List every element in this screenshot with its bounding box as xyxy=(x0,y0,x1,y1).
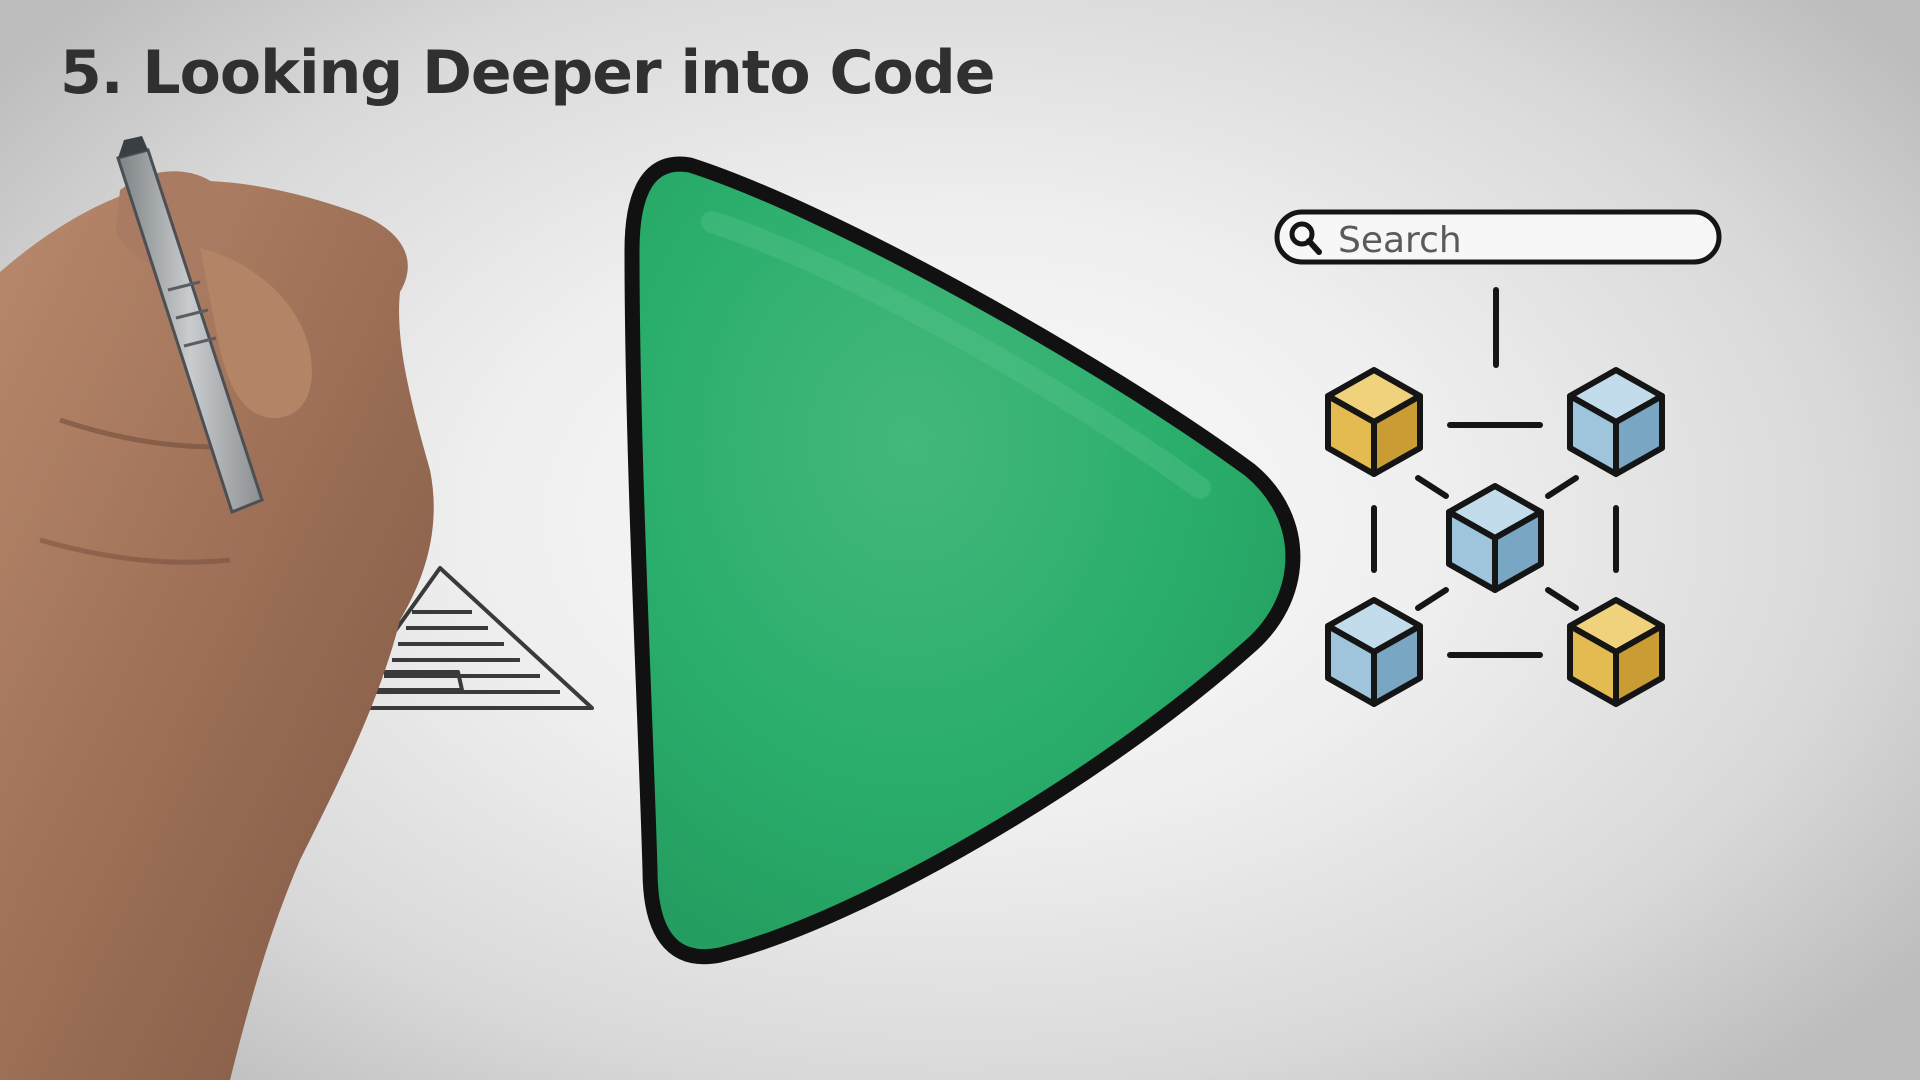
magnifier-icon xyxy=(1289,221,1322,255)
cube-icon-top-left xyxy=(1325,367,1423,477)
cube-network-icon xyxy=(1325,287,1665,707)
play-triangle-icon[interactable] xyxy=(624,156,1301,965)
cube-icon-center xyxy=(1446,483,1544,593)
slide-title: 5. Looking Deeper into Code xyxy=(60,38,995,108)
search-placeholder: Search xyxy=(1338,220,1462,261)
cube-icon-bottom-right xyxy=(1567,597,1665,707)
search-bar[interactable]: Search xyxy=(1274,209,1722,265)
network-connectors xyxy=(1371,287,1619,658)
cube-icon-bottom-left xyxy=(1325,597,1423,707)
hand-with-marker-icon xyxy=(0,136,434,1080)
cube-icon-top-right xyxy=(1567,367,1665,477)
